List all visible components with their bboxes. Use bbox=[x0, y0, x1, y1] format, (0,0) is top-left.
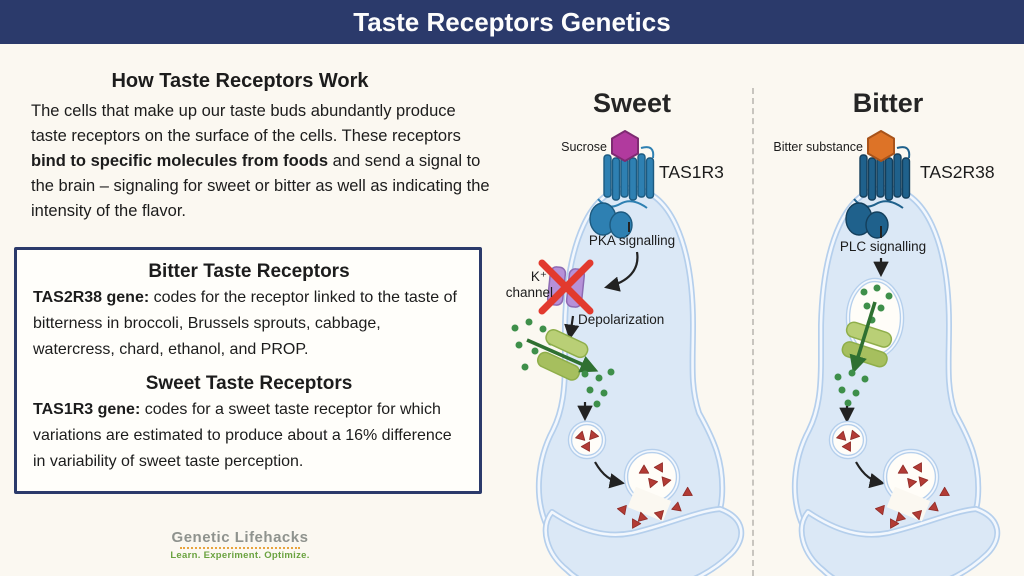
depolarization-arrow bbox=[564, 315, 580, 341]
calcium-release-arrow bbox=[849, 301, 877, 374]
sucrose-label: Sucrose bbox=[561, 140, 607, 154]
bitter-gene-label: TAS2R38 gene: bbox=[33, 289, 150, 306]
tas1r3-receptor-icon bbox=[589, 146, 655, 239]
column-divider-dashed-line bbox=[752, 88, 754, 576]
logo-name: Genetic Lifehacks bbox=[171, 529, 309, 546]
bitter-box-heading: Bitter Taste Receptors bbox=[148, 261, 350, 282]
pka-signalling-label: PKA signalling bbox=[589, 233, 675, 248]
intro-text-bold: bind to specific molecules from foods bbox=[31, 152, 329, 170]
tas2r38-label: TAS2R38 bbox=[920, 162, 995, 182]
intro-text-pre: The cells that make up our taste buds ab… bbox=[31, 102, 461, 145]
sweet-column-heading: Sweet bbox=[592, 88, 672, 118]
store-ion-dots bbox=[860, 284, 893, 324]
vesicle-to-release-arrow bbox=[594, 461, 626, 489]
released-neurotransmitters bbox=[874, 462, 950, 529]
ion-influx-arrow bbox=[526, 338, 599, 373]
intro-paragraph: The cells that make up our taste buds ab… bbox=[31, 99, 493, 224]
bitter-gene-text: codes for the receptor linked to the tas… bbox=[33, 289, 457, 358]
sweet-taste-cell-diagram: Sucrose TAS1R3 PKA signalling K⁺ channel… bbox=[506, 130, 745, 576]
depolarization-label: Depolarization bbox=[578, 312, 664, 327]
bitter-column-heading: Bitter bbox=[852, 88, 924, 118]
sweet-gene-text: codes for a sweet taste receptor for whi… bbox=[33, 401, 452, 470]
receptor-info-box: Bitter Taste Receptors TAS2R38 gene: cod… bbox=[14, 247, 482, 494]
sweet-gene-label: TAS1R3 gene: bbox=[33, 401, 141, 418]
tas1r3-label: TAS1R3 bbox=[659, 162, 724, 182]
logo-divider bbox=[180, 547, 300, 549]
intro-heading: How Taste Receptors Work bbox=[111, 70, 369, 92]
header-bar: Taste Receptors Genetics bbox=[0, 0, 1024, 44]
sweet-box-heading: Sweet Taste Receptors bbox=[145, 373, 353, 394]
bitter-substance-label: Bitter substance bbox=[773, 140, 863, 154]
sweet-postsynaptic-cell bbox=[542, 506, 745, 576]
released-ion-dots bbox=[834, 369, 869, 407]
bitter-taste-cell-diagram: Bitter substance TAS2R38 PLC signalling bbox=[773, 130, 1001, 576]
k-channel-label-line1: K⁺ bbox=[531, 269, 547, 284]
vesicle-to-release-arrow bbox=[855, 461, 886, 489]
bitter-box-paragraph: TAS2R38 gene: codes for the receptor lin… bbox=[33, 285, 465, 363]
bitter-postsynaptic-cell bbox=[798, 506, 1001, 576]
blocked-x-icon bbox=[538, 259, 594, 315]
pka-to-channel-arrow bbox=[604, 251, 639, 292]
logo-tagline: Learn. Experiment. Optimize. bbox=[170, 550, 310, 561]
tas2r38-receptor-icon bbox=[845, 146, 911, 239]
sucrose-molecule-icon bbox=[611, 130, 639, 162]
bitter-molecule-icon bbox=[867, 130, 895, 162]
released-neurotransmitters bbox=[616, 462, 693, 529]
cation-channel-icon bbox=[536, 329, 589, 381]
plc-signalling-label: PLC signalling bbox=[840, 239, 926, 254]
intro-text-post: and send a signal to the brain – signali… bbox=[31, 152, 490, 220]
sweet-box-paragraph: TAS1R3 gene: codes for a sweet taste rec… bbox=[33, 397, 465, 475]
page-title: Taste Receptors Genetics bbox=[353, 7, 671, 37]
k-channel-label-line2: channel bbox=[506, 285, 553, 300]
ion-dots-inside bbox=[581, 368, 615, 408]
genetic-lifehacks-logo: Genetic Lifehacks Learn. Experiment. Opt… bbox=[140, 529, 340, 561]
neurotransmitter-vesicle bbox=[828, 420, 868, 460]
neurotransmitter-vesicle bbox=[567, 420, 607, 460]
